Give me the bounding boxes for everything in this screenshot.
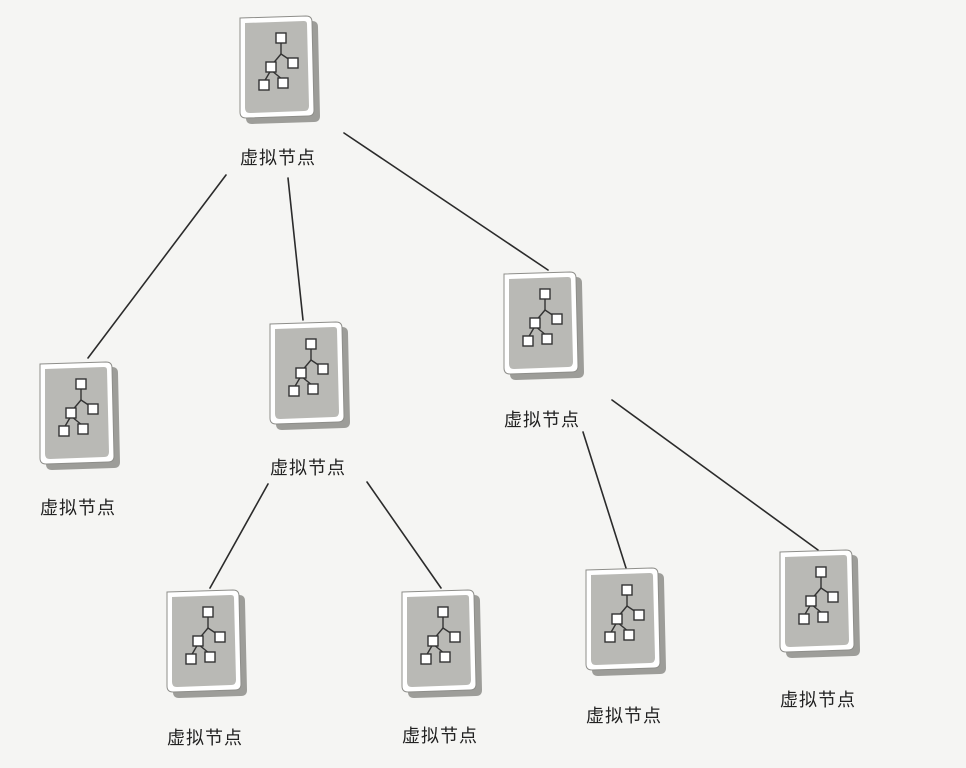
- edge-n4-n8: [611, 399, 819, 551]
- hierarchy-document-icon: [266, 320, 350, 430]
- hierarchy-document-icon: [776, 548, 860, 658]
- edge-n4-n7: [582, 431, 627, 569]
- edge-n1-n2: [87, 174, 227, 359]
- node-label: 虚拟节点: [586, 706, 662, 727]
- hierarchy-document-icon: [36, 360, 120, 470]
- hierarchy-document-icon: [236, 14, 320, 124]
- edge-n1-n3: [287, 177, 304, 321]
- node-label: 虚拟节点: [40, 498, 116, 519]
- hierarchy-document-icon: [582, 566, 666, 676]
- hierarchy-document-icon: [500, 270, 584, 380]
- node-label: 虚拟节点: [240, 148, 316, 169]
- node-label: 虚拟节点: [167, 728, 243, 749]
- edge-n1-n4: [343, 132, 549, 271]
- edge-n3-n5: [209, 483, 269, 589]
- hierarchy-document-icon: [398, 588, 482, 698]
- node-label: 虚拟节点: [504, 410, 580, 431]
- node-label: 虚拟节点: [402, 726, 478, 747]
- node-label: 虚拟节点: [270, 458, 346, 479]
- edge-n3-n6: [366, 481, 442, 589]
- hierarchy-document-icon: [163, 588, 247, 698]
- node-label: 虚拟节点: [780, 690, 856, 711]
